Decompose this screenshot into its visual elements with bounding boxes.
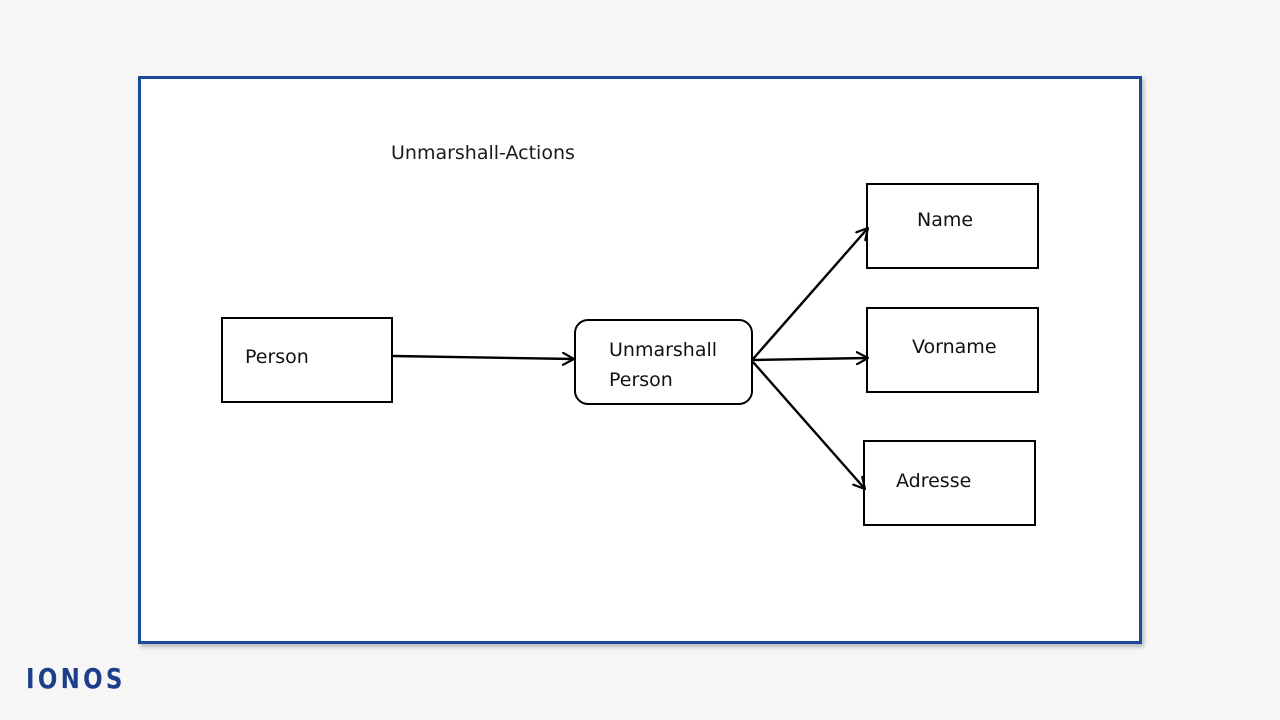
diagram-title: Unmarshall-Actions xyxy=(391,142,575,164)
node-adresse: Adresse xyxy=(863,440,1036,526)
node-name-label: Name xyxy=(917,209,974,231)
arrow-unmarshall-to-adresse xyxy=(752,361,865,489)
node-name: Name xyxy=(866,183,1039,269)
node-unmarshall-person: Unmarshall Person xyxy=(574,319,753,405)
node-adresse-label: Adresse xyxy=(896,470,972,492)
node-unmarshall-label-line1: Unmarshall xyxy=(609,339,718,361)
arrow-person-to-unmarshall xyxy=(392,356,574,359)
node-vorname: Vorname xyxy=(866,307,1039,393)
node-unmarshall-label-line2: Person xyxy=(609,369,673,391)
ionos-logo: IONOS xyxy=(26,662,126,695)
diagram-frame: Unmarshall-Actions Person Unmarshall Per… xyxy=(138,76,1142,644)
node-person-label: Person xyxy=(245,346,309,368)
node-person: Person xyxy=(221,317,393,403)
arrow-unmarshall-to-name xyxy=(752,228,868,360)
arrow-unmarshall-to-vorname xyxy=(752,358,868,360)
node-vorname-label: Vorname xyxy=(912,336,997,358)
